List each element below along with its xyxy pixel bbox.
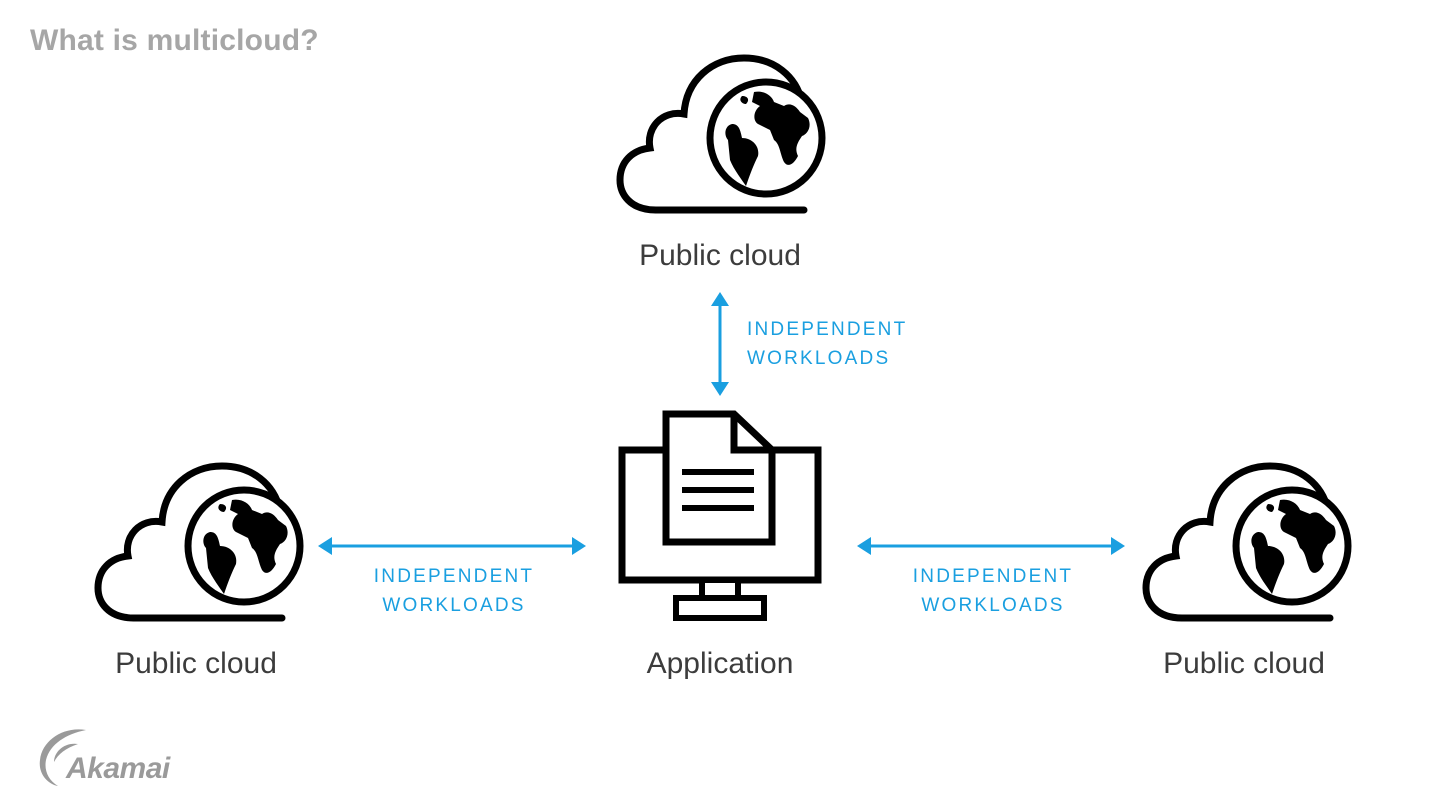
connection-label-line1: INDEPENDENT (912, 566, 1074, 587)
connection-label-line2: WORKLOADS (382, 595, 526, 616)
cloud-globe-icon (1142, 462, 1352, 622)
double-arrow-vertical-icon (711, 292, 729, 396)
connection-label-line1: INDEPENDENT (373, 566, 535, 587)
brand-name: Akamai (66, 752, 170, 785)
connection-label-line2: WORKLOADS (921, 595, 1065, 616)
connection-label-line2: WORKLOADS (747, 348, 891, 369)
monitor-document-icon (618, 410, 822, 621)
connection-label-line1: INDEPENDENT (747, 319, 908, 340)
double-arrow-horizontal-icon (318, 537, 586, 555)
connection-label-right: INDEPENDENT WORKLOADS (913, 562, 1073, 620)
node-label-top: Public cloud (639, 239, 801, 272)
node-label-right: Public cloud (1163, 647, 1325, 680)
akamai-logo-icon (39, 729, 86, 786)
node-label-left: Public cloud (115, 647, 277, 680)
connection-label-top: INDEPENDENT WORKLOADS (747, 315, 907, 373)
page-title: What is multicloud? (30, 24, 319, 57)
cloud-globe-icon (616, 54, 826, 214)
double-arrow-horizontal-icon (857, 537, 1125, 555)
connection-label-left: INDEPENDENT WORKLOADS (374, 562, 534, 620)
cloud-globe-icon (94, 462, 304, 622)
node-label-center: Application (646, 647, 794, 680)
